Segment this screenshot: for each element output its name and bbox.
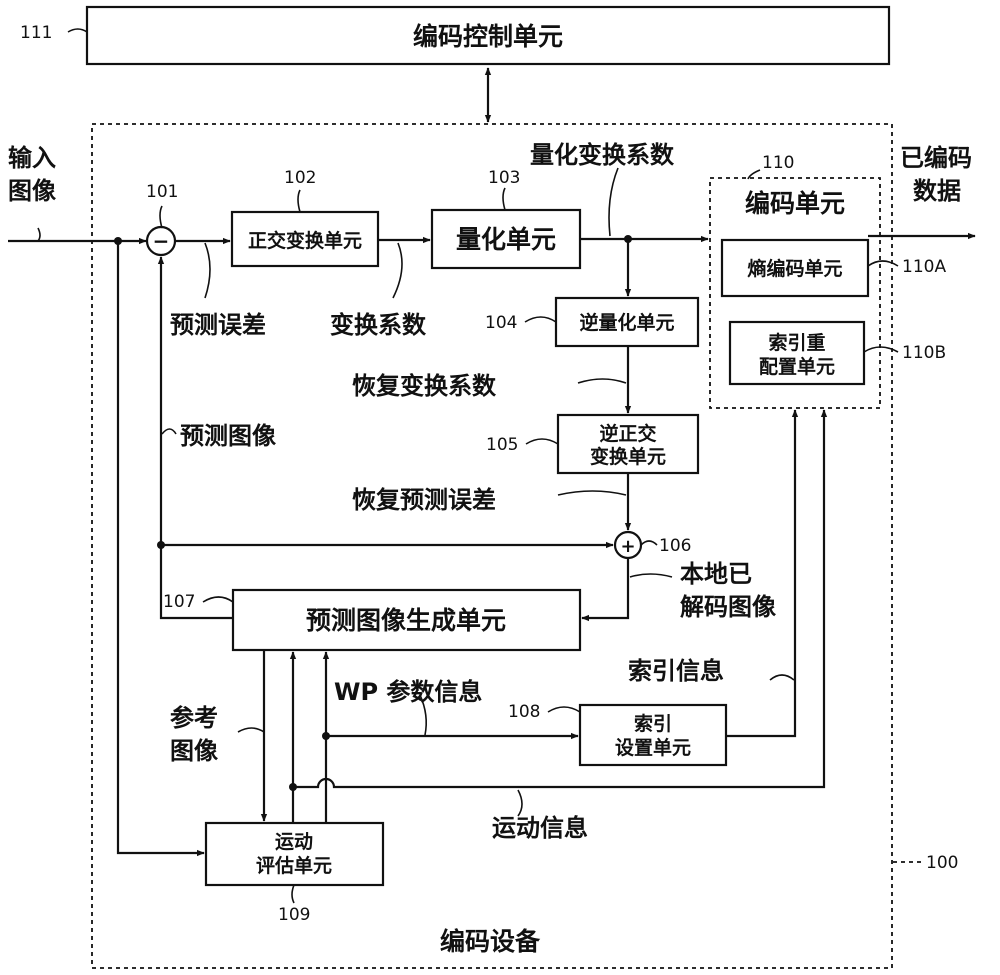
lead-quant-coeff [608, 167, 619, 237]
motion-evaluation-unit-box [204, 821, 385, 887]
input-image-label-line1: 输入 [8, 144, 56, 172]
lead-index-info [769, 674, 795, 681]
index-reconfiguration-unit-box [728, 320, 866, 386]
lead-transform-coeff [392, 242, 403, 299]
predicted-image-generation-unit-label: 预测图像生成单元 [306, 606, 506, 635]
lead-107 [202, 596, 234, 603]
add-symbol: + [620, 536, 635, 557]
lead-restored-coeff [577, 378, 627, 384]
ref-108: 108 [508, 702, 540, 722]
input-image-label-line2: 图像 [8, 177, 57, 205]
encoded-data-label-line2: 数据 [913, 177, 961, 205]
input-to-motion-eval-line [116, 241, 205, 857]
index-reconfig-label-line2: 配置单元 [759, 355, 835, 378]
lead-106 [640, 540, 658, 546]
ref-100: 100 [926, 853, 958, 873]
index-info-label: 索引信息 [628, 657, 724, 685]
predicted-image-line [157, 256, 233, 620]
ref-104: 104 [485, 313, 517, 333]
index-setting-label-line2: 设置单元 [615, 736, 691, 759]
ref-102: 102 [284, 168, 316, 188]
ref-110b: 110B [902, 343, 946, 363]
index-reconfig-label-line1: 索引重 [768, 331, 825, 354]
ref-107: 107 [163, 592, 195, 612]
encoding-device-boundary [91, 123, 893, 969]
quantization-unit-box [430, 208, 582, 270]
lead-input [37, 227, 41, 242]
motion-info-line [293, 409, 828, 789]
motion-info-label: 运动信息 [492, 814, 588, 842]
restored-coeff-label: 恢复变换系数 [352, 372, 497, 400]
quantized-coeff-label: 量化变换系数 [530, 141, 675, 169]
ref-110a: 110A [902, 257, 946, 277]
encoded-data-label-line1: 已编码 [900, 144, 972, 172]
ref-103: 103 [488, 168, 520, 188]
restored-error-label: 恢复预测误差 [352, 486, 496, 514]
local-decoded-label-line2: 解码图像 [680, 593, 777, 621]
reference-image-label-line2: 图像 [170, 737, 219, 765]
lead-103 [502, 187, 506, 211]
predicted-image-generation-unit-box [231, 588, 582, 652]
lead-105 [525, 438, 559, 445]
lead-101 [159, 205, 163, 229]
entropy-encoding-unit-box [720, 238, 870, 298]
ref-101: 101 [146, 182, 178, 202]
lead-110a [867, 260, 899, 267]
lead-reference-image [237, 727, 265, 733]
local-decoded-line [581, 558, 630, 622]
entropy-encoding-unit-label: 熵编码单元 [746, 257, 842, 280]
local-decoded-label-line1: 本地已 [680, 560, 752, 588]
index-setting-label-line1: 索引 [634, 712, 672, 735]
lead-restored-error [557, 490, 627, 496]
reference-image-label-line1: 参考 [170, 704, 218, 732]
lead-110 [747, 169, 761, 180]
lead-pred-error [204, 242, 211, 299]
orthogonal-transform-unit-label: 正交变换单元 [248, 229, 362, 252]
lead-109 [291, 884, 295, 904]
ref-110: 110 [762, 153, 794, 173]
lead-motion-info [517, 789, 523, 817]
encoding-control-unit-label: 编码控制单元 [413, 22, 563, 51]
lead-111 [67, 28, 88, 33]
subtract-symbol: − [153, 229, 170, 253]
lead-108 [547, 706, 581, 713]
lead-wp-param [419, 694, 427, 736]
inverse-orthogonal-label-line1: 逆正交 [599, 422, 656, 445]
index-info-line [726, 409, 799, 738]
ref-106: 106 [659, 536, 691, 556]
index-setting-unit-box [578, 703, 728, 767]
orthogonal-transform-unit-box [230, 210, 380, 268]
lead-local-decoded [629, 573, 673, 578]
motion-eval-label-line1: 运动 [275, 831, 313, 853]
lead-104 [524, 316, 557, 323]
lead-110b [863, 346, 899, 353]
ref-109: 109 [278, 905, 310, 925]
lead-102 [297, 189, 301, 213]
motion-eval-label-line2: 评估单元 [256, 854, 332, 877]
wp-param-info-label: WP 参数信息 [334, 678, 482, 706]
prediction-error-label: 预测误差 [170, 311, 266, 339]
encoding-unit-label: 编码单元 [745, 189, 845, 218]
inverse-quantization-unit-label: 逆量化单元 [579, 311, 674, 334]
lead-pred-image [161, 428, 177, 435]
ref-105: 105 [486, 435, 518, 455]
quantization-unit-label: 量化单元 [456, 225, 556, 254]
ref-111: 111 [20, 23, 52, 43]
encoding-control-unit-box [85, 5, 891, 66]
encoding-device-label: 编码设备 [440, 927, 541, 956]
predicted-image-label: 预测图像 [180, 422, 277, 450]
inverse-orthogonal-label-line2: 变换单元 [590, 445, 666, 468]
transform-coeff-label: 变换系数 [330, 311, 427, 339]
